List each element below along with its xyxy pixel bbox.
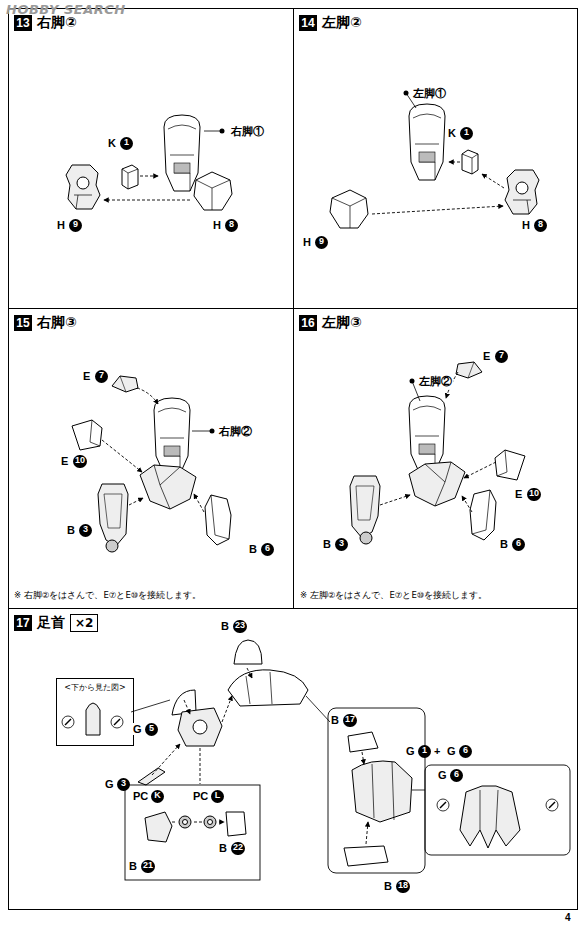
callout-number: 18 [396,880,410,893]
part-label: B [66,524,76,536]
callout-number: K [151,790,164,803]
step-panel: 16 左脚③ [293,308,578,609]
part-label: PC [132,790,149,802]
part-label: B [220,620,230,632]
callout-number: 8 [225,219,238,232]
callout-number: 6 [512,538,525,551]
callout-number: 3 [335,538,348,551]
callout-number: 10 [73,455,87,468]
part-label: E [82,370,91,382]
watermark: HOBBY SEARCH [6,2,126,17]
part-label: B [330,714,340,726]
callout-number: 17 [343,714,357,727]
step-panel: 14 左脚② [293,8,578,309]
callout-number: 10 [527,488,541,501]
callout-number: 21 [141,860,155,873]
callout-number: 9 [69,219,82,232]
callout-number: 22 [231,842,245,855]
callout-number: 6 [450,769,463,782]
callout-number: 3 [117,778,130,791]
callout-number: 1 [120,137,133,150]
part-label: E [514,488,523,500]
part-label: 右脚① [230,124,265,139]
part-label: H [521,219,531,231]
part-label: PC [192,790,209,802]
callout-number: 6 [261,543,274,556]
part-label: B [218,842,228,854]
step-number: 16 [299,315,317,331]
part-label: G [437,769,448,781]
step-number: 14 [299,15,317,31]
callout-number: 6 [459,745,472,758]
callout-number: 23 [233,620,247,633]
callout-number: 8 [534,219,547,232]
callout-number: L [211,790,224,803]
part-label: B [248,543,258,555]
part-label: G [405,745,416,757]
part-label: G [446,745,457,757]
part-label: K [447,127,457,139]
step-panel: 13右脚② [8,8,294,309]
part-label: E [482,350,491,362]
part-label: H [56,219,66,231]
inset-box: <下から見た図> [56,678,134,746]
step-title: 左脚③ [322,314,362,332]
page-number: 4 [565,912,571,923]
part-label: E [60,455,69,467]
callout-number: 1 [460,127,473,140]
assembly-note: ※ 右脚②をはさんで、E⑦とE⑩を接続します。 [14,590,201,602]
part-label: + [433,745,441,757]
step-panel: 17 足首 ×2 <下から見た図> [8,608,578,910]
quantity-box: ×2 [70,614,98,632]
part-label: G [104,778,115,790]
part-label: B [128,860,138,872]
callout-number: 3 [79,524,92,537]
callout-number: 7 [495,350,508,363]
step-title: 足首 [37,614,65,632]
part-label: B [322,538,332,550]
step-title: 左脚② [322,14,362,32]
callout-number: 7 [95,370,108,383]
part-label: K [107,137,117,149]
callout-number: 9 [315,236,328,249]
part-label: H [212,219,222,231]
step-number: 15 [14,315,32,331]
part-label: B [383,880,393,892]
step-panel: 15 右脚③ [8,308,294,609]
step-title: 右脚③ [37,314,77,332]
part-label: 左脚② [418,374,453,389]
part-label: 左脚① [412,86,447,101]
callout-number: 1 [418,745,431,758]
inset-caption: <下から見た図> [57,679,133,693]
step-number: 13 [14,15,32,31]
part-label: B [499,538,509,550]
step-number: 17 [14,615,32,631]
callout-number: 5 [145,723,158,736]
part-label: G [132,723,143,735]
part-label: 右脚② [218,424,253,439]
part-label: H [302,236,312,248]
assembly-note: ※ 左脚②をはさんで、E⑦とE⑩を接続します。 [300,590,487,602]
